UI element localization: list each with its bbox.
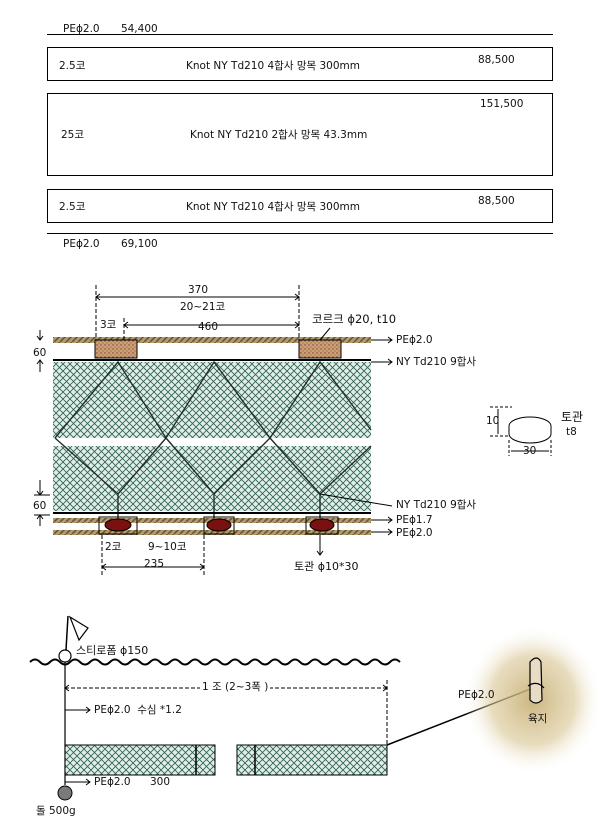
spec-row-1: 2.5코 Knot NY Td210 4합사 망목 300mm 88,500 xyxy=(47,47,553,81)
dim-20-21-label: 20~21코 xyxy=(180,301,226,313)
rope-depth-label: PEϕ2.0 수심 *1.2 xyxy=(94,704,182,716)
rope-arrows xyxy=(64,680,388,786)
spec-row-2-desc: Knot NY Td210 2합사 망목 43.3mm xyxy=(190,129,368,141)
cork-float-1 xyxy=(94,339,138,359)
cork-float-2 xyxy=(298,339,342,359)
anchor-rope-label: PEϕ2.0 xyxy=(94,776,131,788)
stone-weight xyxy=(57,785,73,801)
top-rope-label: PEϕ2.0 xyxy=(63,23,100,35)
cork-label: 코르크 ϕ20, t10 xyxy=(312,312,397,326)
dim-235-label: 235 xyxy=(144,558,165,570)
dimension-arrows xyxy=(34,293,393,571)
frame-lines xyxy=(54,360,372,518)
dim-3ko-label: 3코 xyxy=(100,319,117,331)
spec-row-1-desc: Knot NY Td210 4합사 망목 300mm xyxy=(186,60,360,72)
dim-60-top: 60 xyxy=(33,347,47,359)
tube-illustration xyxy=(490,406,552,456)
top-rope-value: 54,400 xyxy=(120,23,158,35)
tube-dim-30: 30 xyxy=(523,445,537,457)
dim-60-bottom: 60 xyxy=(33,500,47,512)
stone-label: 돌 500g xyxy=(36,805,76,817)
dim-460-label: 460 xyxy=(198,321,219,333)
spec-row-2: 25코 Knot NY Td210 2합사 망목 43.3mm 151,500 xyxy=(47,93,553,176)
ny-bottom-label: NY Td210 9합사 xyxy=(396,499,477,511)
spec-row-1-mesh: 2.5코 xyxy=(59,60,86,72)
pe17-label: PEϕ1.7 xyxy=(396,514,433,526)
spec-row-3-value: 88,500 xyxy=(478,195,515,207)
shore-stake xyxy=(527,657,545,704)
spec-row-2-value: 151,500 xyxy=(480,98,524,110)
deploy-net-2 xyxy=(236,744,388,776)
bottom-divider xyxy=(47,233,553,234)
tube-thickness: t8 xyxy=(566,426,577,438)
bottom-rope-spec: PEϕ2.0 69,100 xyxy=(63,239,158,250)
bottom-rope-pe20 xyxy=(53,530,371,535)
sinker-label: 토관 ϕ10*30 xyxy=(294,560,359,573)
spec-row-2-mesh: 25코 xyxy=(61,129,85,141)
bottom-rope-value: 69,100 xyxy=(120,238,158,250)
top-divider xyxy=(47,34,553,35)
spec-row-1-value: 88,500 xyxy=(478,54,515,66)
deploy-net-1 xyxy=(64,744,216,776)
water-surface xyxy=(29,658,401,666)
land-label: 육지 xyxy=(528,713,548,725)
top-rope-spec: PEϕ2.0 54,400 xyxy=(63,24,158,35)
tube-name: 토관 xyxy=(561,410,584,424)
ny-top-label: NY Td210 9합사 xyxy=(396,356,477,368)
dim-9-10-label: 9~10코 xyxy=(148,541,187,553)
net-mesh-lower xyxy=(53,446,371,511)
styrofoam-float xyxy=(58,649,72,663)
dim-370-label: 370 xyxy=(188,284,209,296)
anchor-rope-length: 300 xyxy=(150,776,171,788)
spec-row-3-mesh: 2.5코 xyxy=(59,201,86,213)
tube-dim-10: 10 xyxy=(486,415,500,427)
shore-rope-label: PEϕ2.0 xyxy=(458,689,495,701)
spec-row-3-desc: Knot NY Td210 4합사 망목 300mm xyxy=(186,201,360,213)
flag-icon xyxy=(68,615,89,642)
sinkers xyxy=(98,516,339,535)
float-label: 스티로폼 ϕ150 xyxy=(76,644,149,657)
pe20-top-label: PEϕ2.0 xyxy=(396,334,433,346)
flag-pole xyxy=(65,615,69,651)
spec-row-3: 2.5코 Knot NY Td210 4합사 망목 300mm 88,500 xyxy=(47,189,553,223)
dim-2ko-label: 2코 xyxy=(105,541,122,553)
pe20-bottom-label: PEϕ2.0 xyxy=(396,527,433,539)
span-label: 1 조 (2~3폭 ) xyxy=(200,681,271,693)
net-mesh-upper xyxy=(53,362,371,438)
top-rope-pe xyxy=(53,337,371,343)
bottom-rope-label: PEϕ2.0 xyxy=(63,238,100,250)
